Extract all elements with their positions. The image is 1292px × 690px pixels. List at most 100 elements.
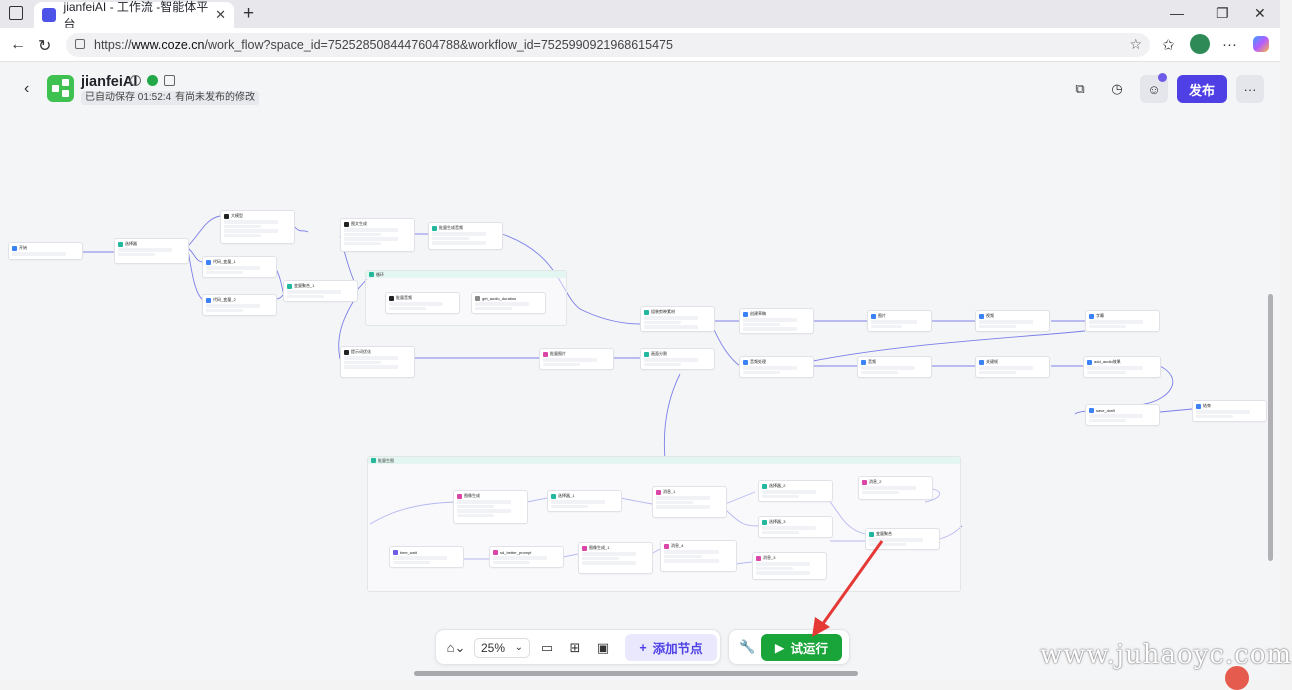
zoom-value: 25% xyxy=(481,641,506,655)
workflow-node[interactable]: 变量聚合_1 xyxy=(283,280,358,302)
workflow-node[interactable]: 音频 xyxy=(857,356,932,378)
zoom-select[interactable]: 25% ⌄ xyxy=(474,638,530,658)
add-node-label: 添加节点 xyxy=(652,642,703,656)
annotation-arrow xyxy=(812,540,884,637)
new-tab-button[interactable]: + xyxy=(243,3,255,24)
floating-avatar[interactable] xyxy=(1225,666,1249,690)
node-title: 消息_4 xyxy=(671,543,684,548)
tab-close-icon[interactable]: ✕ xyxy=(215,7,226,22)
node-title: 图像生成_1 xyxy=(589,545,610,550)
workflow-node[interactable]: 图像生成_1 xyxy=(578,542,653,574)
workflow-node[interactable]: time_wait xyxy=(389,546,464,568)
workflow-node[interactable]: 创建草稿 xyxy=(739,308,814,334)
node-title: 开始 xyxy=(19,245,27,250)
workflow-node[interactable]: 组装剪映素材 xyxy=(640,306,715,332)
node-title: 组装剪映素材 xyxy=(651,309,675,314)
more-icon[interactable]: ··· xyxy=(1222,36,1237,53)
workflow-node[interactable]: sd_better_prompt xyxy=(489,546,564,568)
node-title: 代码_变量_1 xyxy=(213,259,236,264)
lock-icon xyxy=(75,39,85,49)
browser-tab[interactable]: jianfeiAI - 工作流 -智能体平台 ✕ xyxy=(34,0,234,31)
copy-icon[interactable]: ⧉ xyxy=(1075,81,1085,96)
plus-icon: + xyxy=(639,640,647,655)
wrench-icon[interactable]: 🔧 xyxy=(739,639,756,654)
back-button[interactable]: ‹ xyxy=(24,80,30,97)
play-icon: ▶ xyxy=(774,641,785,655)
copilot-icon[interactable] xyxy=(1253,36,1269,52)
reload-icon[interactable]: ↻ xyxy=(38,38,52,55)
workflow-node[interactable]: save_draft xyxy=(1085,404,1160,426)
comment-icon[interactable]: ▭ xyxy=(540,640,554,655)
star-icon[interactable]: ☆ xyxy=(1129,36,1142,52)
node-title: 图片 xyxy=(878,313,886,318)
workflow-node[interactable]: 批量图片 xyxy=(539,348,614,370)
workflow-node[interactable]: 选择器_1 xyxy=(547,490,622,512)
group-title: 循环 xyxy=(376,271,384,277)
workflow-node[interactable]: 图文生成 xyxy=(340,218,415,252)
workflow-node[interactable]: 音频处理 xyxy=(739,356,814,378)
node-title: 提示词优化 xyxy=(351,349,371,354)
node-title: 变量聚合_1 xyxy=(294,283,315,288)
workflow-node[interactable]: 消息_2 xyxy=(858,476,933,500)
workflow-node[interactable]: 消息_4 xyxy=(660,540,737,572)
notification-dot xyxy=(1158,73,1167,82)
node-title: 音频 xyxy=(868,359,876,364)
close-window-icon[interactable]: ✕ xyxy=(1254,5,1266,21)
workflow-node[interactable]: 选择器_3 xyxy=(758,516,833,538)
workflow-node[interactable]: get_audio_duration xyxy=(471,292,546,314)
add-node-button[interactable]: + 添加节点 xyxy=(625,634,717,661)
workflow-node[interactable]: 选择器_2 xyxy=(758,480,833,502)
workflow-node[interactable]: 消息_3 xyxy=(752,552,827,580)
node-title: 选择器 xyxy=(125,241,137,246)
layout-icon[interactable]: ⊞ xyxy=(569,640,581,655)
workflow-node[interactable]: 代码_变量_2 xyxy=(202,294,277,316)
workflow-node[interactable]: 批量音频 xyxy=(385,292,460,314)
workflow-node[interactable]: 大模型 xyxy=(220,210,295,244)
header-more-button[interactable]: ··· xyxy=(1236,75,1264,103)
window-icon[interactable] xyxy=(9,6,23,20)
node-title: 图像生成 xyxy=(464,493,480,498)
workflow-node[interactable]: 批量生成音频 xyxy=(428,222,503,250)
node-title: 视频 xyxy=(986,313,994,318)
node-title: 字幕 xyxy=(1096,313,1104,318)
node-title: 消息_3 xyxy=(763,555,776,560)
verified-icon xyxy=(147,75,158,86)
workflow-node[interactable]: 消息_1 xyxy=(652,486,727,518)
browser-tab-bar: jianfeiAI - 工作流 -智能体平台 ✕ + — ❐ ✕ xyxy=(0,0,1280,31)
back-icon[interactable]: ← xyxy=(10,36,26,53)
workflow-node[interactable]: 图片 xyxy=(867,310,932,332)
workflow-node[interactable]: 图像生成 xyxy=(453,490,528,524)
workflow-node-start[interactable]: 开始 xyxy=(8,242,83,260)
vertical-scrollbar[interactable] xyxy=(1268,294,1273,561)
workflow-node[interactable]: 变量聚合 xyxy=(865,528,940,550)
node-title: time_wait xyxy=(400,549,417,555)
profile-icon[interactable] xyxy=(1190,34,1210,54)
info-icon[interactable] xyxy=(130,75,141,86)
horizontal-scrollbar[interactable] xyxy=(414,671,858,676)
workflow-node[interactable]: 选择器 xyxy=(114,238,189,264)
workflow-node[interactable]: 提示词优化 xyxy=(340,346,415,378)
workflow-node[interactable]: 代码_变量_1 xyxy=(202,256,277,278)
history-icon[interactable]: ◷ xyxy=(1111,81,1123,96)
workflow-node[interactable]: add_audio效果 xyxy=(1083,356,1161,378)
workflow-node[interactable]: 字幕 xyxy=(1085,310,1160,332)
node-title: save_draft xyxy=(1096,407,1115,413)
maximize-icon[interactable]: ❐ xyxy=(1216,5,1229,21)
workflow-node[interactable]: 关键帧 xyxy=(975,356,1050,378)
node-title: 批量音频 xyxy=(396,295,412,300)
workflow-node[interactable]: 画面分割 xyxy=(640,348,715,370)
workflow-header: ‹ jianfeiAI 已自动保存 01:52:43 有尚未发布的修改 ⧉ ◷ … xyxy=(0,62,1272,114)
pointer-mode-icon[interactable]: ⌂⌄ xyxy=(446,640,466,655)
favorites-icon[interactable]: ✩ xyxy=(1162,37,1175,54)
workflow-node-end[interactable]: 结束 xyxy=(1192,400,1267,422)
node-title: 选择器_3 xyxy=(769,519,786,524)
url-field[interactable]: https://www.coze.cn/work_flow?space_id=7… xyxy=(66,33,1150,57)
edit-icon[interactable] xyxy=(164,75,175,86)
minimize-icon[interactable]: — xyxy=(1170,5,1184,21)
test-run-button[interactable]: ▶ 试运行 xyxy=(761,634,842,661)
publish-button[interactable]: 发布 xyxy=(1177,75,1227,103)
node-title: 画面分割 xyxy=(651,351,667,356)
tab-title: jianfeiAI - 工作流 -智能体平台 xyxy=(63,0,209,31)
minimap-icon[interactable]: ▣ xyxy=(596,640,610,655)
workflow-node[interactable]: 视频 xyxy=(975,310,1050,332)
